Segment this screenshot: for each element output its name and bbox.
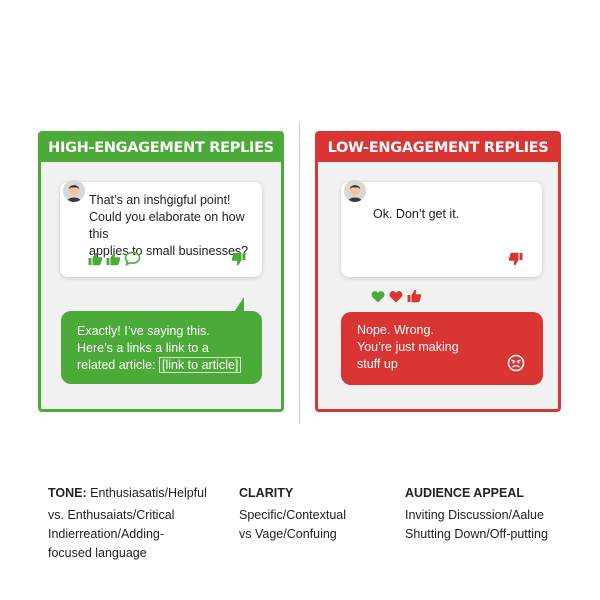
tone-line: Enthusiasatis/Helpful	[86, 486, 207, 500]
reply-text: Nope. Wrong. You’re just making stuff up	[357, 322, 459, 373]
audience-appeal-line: Inviting Discussion/Aalue	[405, 508, 544, 522]
tone-title: TONE:	[48, 486, 87, 500]
comment-text: Ok. Don’t get it.	[373, 207, 460, 221]
low-engagement-panel: LOW-ENGAGEMENT REPLIES Ok. Don’t get it.	[315, 131, 561, 412]
comment-action-row	[88, 251, 141, 271]
reply-line-text: related article:	[77, 358, 159, 372]
high-engagement-title: HIGH-ENGAGEMENT REPLIES	[41, 134, 281, 162]
high-engagement-panel: HIGH-ENGAGEMENT REPLIES That’s an inshgi…	[38, 131, 284, 412]
reply-line: stuff up	[357, 357, 398, 371]
clarity-line: vs Vage/Confuing	[239, 527, 337, 541]
thumbs-down-icon[interactable]	[508, 252, 523, 271]
tone-line: Indierreation/Adding-	[48, 527, 165, 541]
thumbs-down-icon[interactable]	[231, 252, 246, 271]
low-engagement-comment-card: Ok. Don’t get it.	[341, 180, 542, 277]
clarity-line: Specific/Contextual	[239, 508, 347, 522]
clarity-title: CLARITY	[239, 486, 294, 500]
comment-line: applies to small businesses?	[89, 244, 249, 258]
reply-line: You’re just making	[357, 340, 459, 354]
speech-bubble-icon[interactable]	[124, 251, 141, 271]
low-engagement-reply-bubble: Nope. Wrong. You’re just making stuff up	[341, 312, 543, 385]
reply-line: Here’s a links a link to a	[77, 341, 209, 355]
avatar	[344, 180, 366, 202]
low-engagement-title: LOW-ENGAGEMENT REPLIES	[318, 134, 558, 162]
thumbs-up-icon[interactable]	[407, 289, 422, 308]
bubble-tail	[234, 297, 244, 312]
reply-line: related article: [link to article]	[77, 357, 242, 374]
reply-text: Exactly! I’ve saying this. Here’s a link…	[77, 323, 242, 374]
comment-dislike-area	[231, 252, 246, 271]
reaction-row	[371, 289, 422, 308]
reply-line: Exactly! I’ve saying this.	[77, 324, 210, 338]
heart-icon[interactable]	[389, 290, 403, 308]
tone-first-line: TONE: Enthusiasatis/Helpful	[48, 484, 207, 503]
tone-line: vs. Enthusaiats/Critical	[48, 508, 175, 522]
thumbs-up-icon[interactable]	[88, 252, 103, 271]
avatar	[63, 180, 85, 202]
article-link[interactable]: [link to article]	[158, 357, 242, 373]
heart-icon[interactable]	[371, 290, 385, 308]
comment-dislike-area	[508, 252, 523, 271]
reply-line: Nope. Wrong.	[357, 323, 434, 337]
high-engagement-reply-bubble: Exactly! I’ve saying this. Here’s a link…	[61, 297, 262, 384]
thumbs-up-icon[interactable]	[106, 252, 121, 271]
comment-line: That’s an inshgigful point!	[89, 193, 231, 207]
audience-appeal-line: Shutting Down/Off-putting	[405, 527, 548, 541]
panel-divider	[299, 122, 300, 424]
audience-appeal-title: AUDIENCE APPEAL	[405, 486, 524, 500]
comment-text: That’s an inshgigful point! Could you el…	[89, 192, 259, 260]
clarity-criterion: CLARITY Specific/Contextual vs Vage/Conf…	[239, 484, 346, 544]
high-engagement-comment-card: That’s an inshgigful point! Could you el…	[60, 180, 262, 277]
angry-face-icon	[507, 354, 525, 377]
comment-line: Could you elaborate on how this	[89, 210, 245, 241]
tone-line: focused language	[48, 546, 147, 560]
tone-criterion: TONE: Enthusiasatis/Helpful vs. Enthusai…	[48, 484, 207, 563]
audience-appeal-criterion: AUDIENCE APPEAL Inviting Discussion/Aalu…	[405, 484, 548, 544]
